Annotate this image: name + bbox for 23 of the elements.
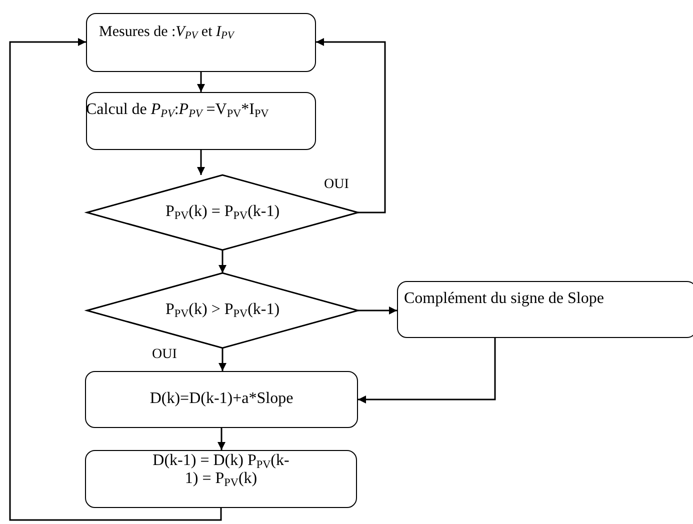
arrow <box>358 306 397 314</box>
decision-diamond <box>87 273 358 348</box>
node-text: Mesures de :V$_{PV}$ et I$_{PV}$ <box>99 24 234 41</box>
arrow <box>218 428 226 450</box>
node-text: P$_{PV}$(k) > P$_{PV}$(k-1) <box>164 300 281 319</box>
arrow <box>9 38 222 521</box>
node-text: P$_{PV}$(k) = P$_{PV}$(k-1) <box>164 202 281 221</box>
process-box <box>85 371 358 428</box>
node-text: Calcul de P$_{PV}$:P$_{PV}$ =V$_{PV}$*I$_{PV}$ <box>86 101 269 119</box>
arrow <box>197 72 205 92</box>
node-text: Complément du signe de Slope <box>404 290 604 308</box>
arrow <box>316 38 386 214</box>
arrow <box>218 348 226 371</box>
node-text: D(k)=D(k-1)+a*Slope <box>148 390 294 408</box>
arrow <box>358 338 496 404</box>
arrow <box>197 150 205 175</box>
process-box <box>397 281 693 338</box>
node-text: D(k-1) = D(k) P$_{PV}$(k-1) = P$_{PV}$(k) <box>152 452 290 488</box>
process-box <box>86 92 316 150</box>
arrow <box>218 250 226 273</box>
decision-diamond <box>87 175 358 250</box>
process-box <box>86 13 316 72</box>
process-box <box>85 450 357 508</box>
